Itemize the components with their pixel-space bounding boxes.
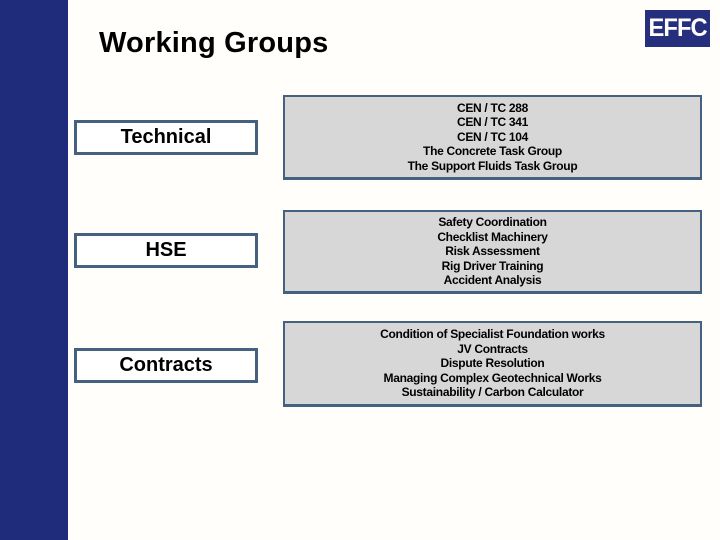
left-accent-bar: [0, 0, 68, 540]
group-item: The Concrete Task Group: [423, 144, 562, 159]
group-item: Sustainability / Carbon Calculator: [401, 385, 584, 400]
group-label-text: HSE: [145, 239, 187, 261]
group-label-technical: Technical: [74, 120, 258, 155]
group-items-hse: Safety Coordination Checklist Machinery …: [283, 210, 702, 294]
group-item: Checklist Machinery: [437, 229, 548, 244]
effc-logo-text: EFFC: [648, 14, 707, 42]
group-label-hse: HSE: [74, 233, 258, 268]
group-item: CEN / TC 104: [456, 129, 529, 144]
group-items-technical: CEN / TC 288 CEN / TC 341 CEN / TC 104 T…: [283, 95, 702, 180]
group-item: Dispute Resolution: [440, 356, 545, 371]
group-item: Rig Driver Training: [441, 258, 544, 273]
group-item: CEN / TC 341: [456, 115, 529, 130]
group-label-text: Technical: [120, 126, 212, 148]
group-label-text: Contracts: [119, 354, 213, 376]
group-item: Safety Coordination: [438, 215, 547, 230]
group-item: Managing Complex Geotechnical Works: [383, 370, 602, 385]
group-item: Risk Assessment: [445, 244, 540, 259]
group-items-contracts: Condition of Specialist Foundation works…: [283, 321, 702, 407]
effc-logo: EFFC: [645, 10, 710, 47]
group-item: Accident Analysis: [443, 273, 542, 288]
group-item: Condition of Specialist Foundation works: [380, 327, 605, 342]
group-label-contracts: Contracts: [74, 348, 258, 383]
group-item: CEN / TC 288: [456, 100, 529, 115]
page-title: Working Groups: [99, 27, 329, 59]
group-item: JV Contracts: [457, 341, 528, 356]
group-item: The Support Fluids Task Group: [407, 158, 578, 173]
